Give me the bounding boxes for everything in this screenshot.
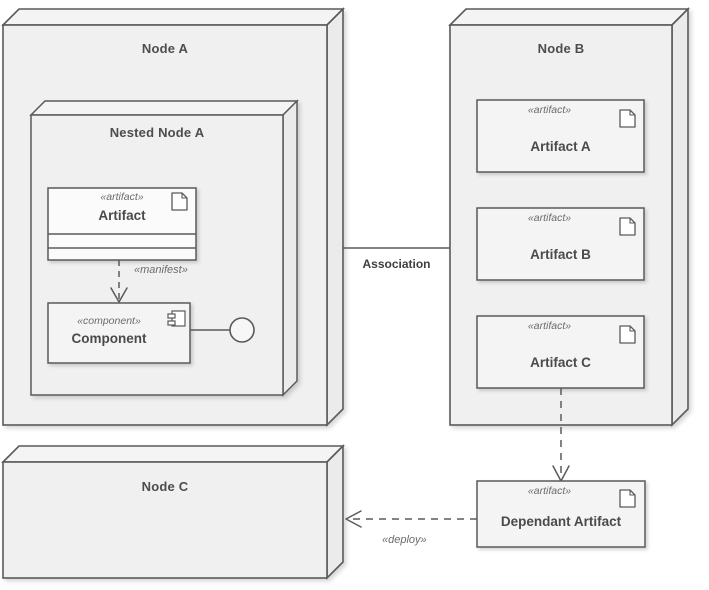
artifact-a-shape[interactable] bbox=[476, 99, 645, 173]
lollipop-provided-interface[interactable] bbox=[190, 317, 255, 343]
document-icon bbox=[619, 217, 636, 236]
manifest-edge-shape[interactable] bbox=[110, 260, 128, 303]
node-c-shape[interactable] bbox=[1, 444, 345, 580]
deploy-edge-shape[interactable] bbox=[345, 510, 477, 528]
document-icon bbox=[171, 192, 188, 211]
document-icon bbox=[619, 109, 636, 128]
dependant-artifact-shape[interactable] bbox=[476, 480, 646, 548]
artifact-b-shape[interactable] bbox=[476, 207, 645, 281]
artifact-c-shape[interactable] bbox=[476, 315, 645, 389]
component-icon bbox=[167, 310, 186, 327]
component-1-shape[interactable] bbox=[47, 302, 191, 364]
document-icon bbox=[619, 489, 636, 508]
artifact-nested-shape[interactable] bbox=[47, 187, 197, 261]
document-icon bbox=[619, 325, 636, 344]
